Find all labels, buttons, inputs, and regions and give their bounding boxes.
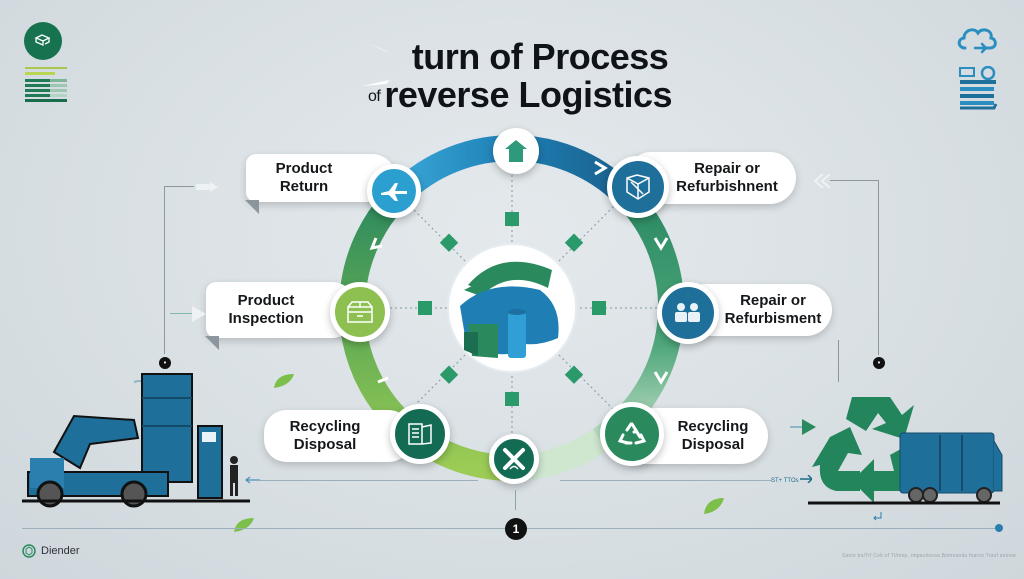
recycle-truck-illustration: [790, 397, 1003, 505]
step-label-line1: Recycling: [289, 418, 361, 435]
title-line-1: turn of Process: [411, 36, 669, 77]
title-swoosh-decoration: [362, 42, 392, 86]
step-icon-repair-middle[interactable]: [657, 282, 719, 344]
left-step-badge: •: [159, 357, 171, 369]
left-connector-top: [164, 186, 194, 187]
step-label-line1: Product: [237, 292, 295, 309]
step-label-line2: Refurbisment: [724, 310, 822, 327]
people-group-icon: [675, 303, 700, 322]
step-label-line1: Repair or: [694, 160, 760, 177]
step-card-recycling-left[interactable]: Recycling Disposal: [264, 410, 414, 462]
left-connector-middle: [170, 313, 192, 314]
timeline-end-marker[interactable]: [995, 524, 1003, 532]
footer-note: Samo trs/Trf Colt of Tt/nmp, rmpactionsa…: [842, 553, 1016, 559]
step-icon-product-return[interactable]: [367, 164, 421, 218]
step-label-line1: Repair or: [740, 292, 806, 309]
step-label: Product Return: [276, 160, 333, 196]
leaf-box-icon: [34, 34, 51, 46]
box-package-icon: [626, 174, 650, 200]
tools-cross-icon: [503, 448, 525, 470]
airplane-icon: [381, 183, 407, 201]
step-icon-repair-top[interactable]: [607, 156, 669, 218]
timeline-step-badge[interactable]: 1: [505, 518, 527, 540]
step-label: Recycling Disposal: [678, 418, 749, 454]
right-connector-inner: [838, 340, 839, 382]
corner-left-logo: [24, 22, 62, 60]
step-label: Recycling Disposal: [290, 418, 361, 454]
step-label: Repair or Refurbishnent: [676, 160, 778, 196]
title-line-2-text: reverse Logistics: [384, 74, 672, 115]
bottom-right-flow-line: [560, 480, 772, 481]
ribbon-fold: [205, 336, 219, 350]
arrow-right-icon: [800, 475, 812, 483]
step-icon-recycling-left[interactable]: [390, 404, 450, 464]
step-label: Product Inspection: [228, 292, 303, 328]
warehouse-shelf-icon: [959, 66, 998, 110]
right-connector-vertical: [878, 180, 879, 355]
footer-brand: Diender: [22, 544, 80, 558]
step-label-line2: Inspection: [228, 310, 304, 327]
leaf-icon: [704, 498, 724, 514]
step-label-line1: Recycling: [677, 418, 749, 435]
recycle-symbol-icon: [812, 397, 914, 503]
step-label-line2: Refurbishnent: [676, 178, 778, 195]
garbage-truck-illustration: [22, 373, 250, 508]
step-label: Repair or Refurbisment: [725, 292, 822, 328]
return-arrow-icon: [873, 512, 882, 521]
bottom-left-flow-line: [258, 480, 478, 481]
person-figure: [230, 456, 238, 496]
brand-name: Diender: [41, 545, 80, 557]
brand-logo-icon: [22, 544, 36, 558]
arrow-note-text: ST+ TTOs: [771, 478, 799, 484]
step-label-line2: Return: [279, 178, 329, 195]
chevron-right-icon: [192, 306, 206, 322]
step-icon-recycling-right[interactable]: [600, 402, 664, 466]
house-arrow-icon: [505, 140, 527, 162]
title-prefix: of: [368, 88, 381, 106]
top-node[interactable]: [493, 128, 539, 174]
timeline-center-tick: [515, 490, 516, 510]
cloud-sync-icon: [957, 28, 997, 54]
step-label-line2: Disposal: [293, 436, 357, 453]
arrow-left-icon: [245, 476, 260, 484]
step-label-line2: Disposal: [681, 436, 745, 453]
corner-left-bars: [25, 67, 67, 102]
chevron-left-icon: [814, 174, 830, 188]
leaf-icon: [234, 518, 254, 532]
ring-segment-left: [339, 191, 513, 481]
process-ring: [339, 135, 684, 481]
step-icon-product-inspection[interactable]: [330, 282, 390, 342]
leaf-icon: [274, 374, 294, 388]
left-connector-vertical: [164, 186, 165, 354]
step-label-line1: Product: [275, 160, 333, 177]
right-step-badge: •: [873, 357, 885, 369]
ribbon-fold: [245, 200, 259, 214]
open-box-icon: [347, 301, 373, 323]
chevron-right-icon: [196, 182, 218, 192]
bottom-node[interactable]: [489, 434, 539, 484]
right-connector-top: [830, 180, 878, 181]
recycling-arrows-cylinder-icon: [460, 261, 559, 358]
recycle-icon: [618, 422, 646, 445]
document-folder-icon: [408, 423, 432, 445]
